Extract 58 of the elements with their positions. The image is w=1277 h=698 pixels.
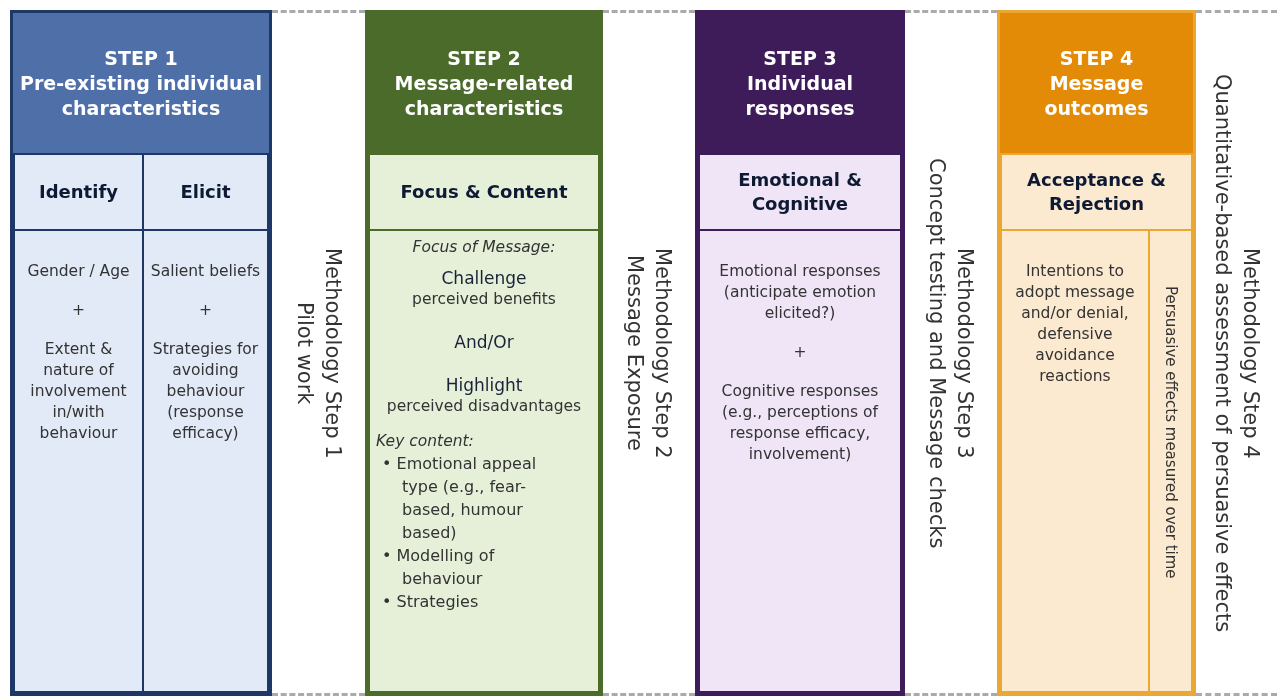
category-heading: Focus & Content xyxy=(400,180,568,204)
step-heading: STEP 3 xyxy=(762,45,838,71)
methodology-band xyxy=(1196,10,1277,696)
body-text: Intentions to adopt message and/or denial, defensive avoidance reactions xyxy=(1014,261,1136,387)
body-text: Challenge xyxy=(440,268,528,289)
body-text: + xyxy=(72,300,85,321)
description-box xyxy=(368,229,600,693)
body-text: perceived disadvantages xyxy=(385,396,583,417)
category-header-box xyxy=(368,153,600,231)
category-heading: Elicit xyxy=(180,180,231,204)
step-heading: Pre-existing individual characteristics xyxy=(19,70,263,121)
body-text: + xyxy=(199,300,212,321)
category-heading: Emotional & Cognitive xyxy=(737,168,863,216)
body-text: perceived benefits xyxy=(411,289,557,310)
description-box xyxy=(142,229,269,693)
methodology-text: Concept testing and Message checks xyxy=(924,157,950,549)
methodology-text: Methodology Step 4 xyxy=(1237,247,1264,459)
step-heading: Message-related characteristics xyxy=(393,70,575,121)
body-text: Highlight xyxy=(444,375,524,396)
step-heading: STEP 1 xyxy=(103,45,179,71)
category-header-box xyxy=(13,153,144,231)
body-text: Salient beliefs xyxy=(150,261,261,282)
bullet-item: • Emotional appeal type (e.g., fear-based, humour based) xyxy=(381,453,538,544)
step-heading: Message outcomes xyxy=(1043,70,1150,121)
category-header-box xyxy=(142,153,269,231)
description-box xyxy=(13,229,144,693)
methodology-text: Message Exposure xyxy=(622,255,648,451)
category-heading: Identify xyxy=(39,180,118,204)
methodology-text: Quantitative-based assessment of persuasive effects xyxy=(1209,73,1236,633)
methodology-text: Methodology Step 3 xyxy=(952,247,978,459)
step-column xyxy=(997,10,1196,696)
body-text: Persuasive effects measured over time xyxy=(1161,286,1181,579)
bullet-item: • Modelling of behaviour xyxy=(381,545,496,590)
methodology-text: Methodology Step 1 xyxy=(319,247,346,459)
body-text: And/Or xyxy=(453,332,515,353)
bullet-item: • Strategies xyxy=(381,591,480,613)
step-column xyxy=(10,10,272,696)
description-box xyxy=(1000,229,1150,693)
description-box xyxy=(1148,229,1193,693)
body-text: Emotional responses (anticipate emotion elicited?) xyxy=(718,261,882,324)
step-heading: Individual responses xyxy=(744,70,856,121)
step-column xyxy=(695,10,905,696)
step-heading: STEP 4 xyxy=(1058,45,1135,71)
body-text: Extent & nature of involvement in/with behaviour xyxy=(29,339,128,444)
methodology-text: Methodology Step 2 xyxy=(650,247,676,459)
section-label: Focus of Message: xyxy=(411,237,557,258)
body-text: + xyxy=(793,342,807,363)
category-header-box xyxy=(698,153,902,231)
body-text: Cognitive responses (e.g., perceptions of response efficacy, involvement) xyxy=(720,381,880,465)
body-text: Strategies for avoiding behaviour (response efficacy) xyxy=(151,339,260,444)
body-text: Gender / Age xyxy=(27,261,130,282)
methodology-text: Pilot work xyxy=(291,301,318,405)
category-header-box xyxy=(1000,153,1193,231)
step-heading: STEP 2 xyxy=(446,45,522,71)
step-column xyxy=(365,10,603,696)
description-box xyxy=(698,229,902,693)
category-heading: Acceptance & Rejection xyxy=(1026,168,1167,216)
section-label: Key content: xyxy=(376,431,475,452)
